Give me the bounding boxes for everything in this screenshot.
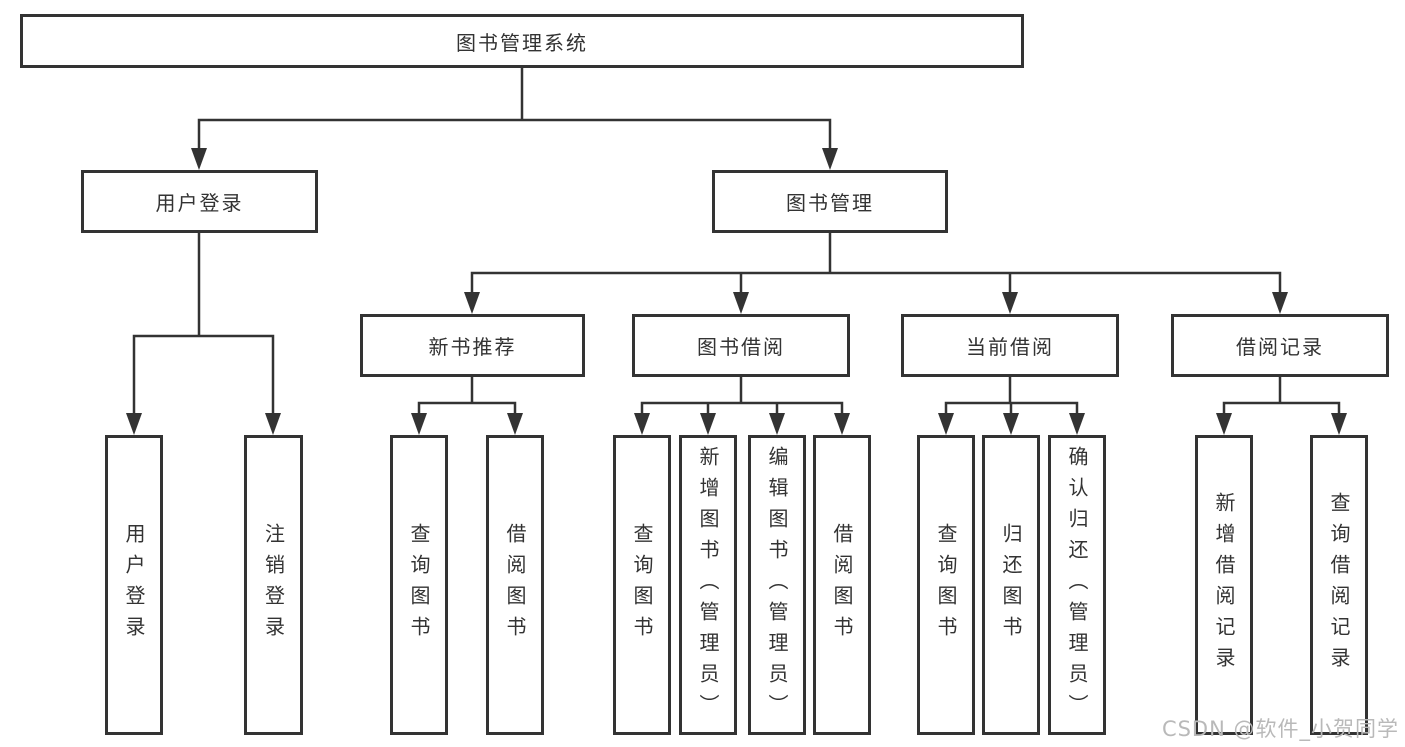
node-label: 用户登录	[122, 523, 146, 647]
node-user-login-branch: 用户登录	[81, 170, 318, 233]
node-label: 查询图书	[934, 523, 958, 647]
connector-borrow-to-leaves	[640, 377, 844, 415]
leaf-borrow-books: 借阅图书	[813, 435, 871, 735]
arrowhead	[191, 148, 207, 170]
node-label: 注销登录	[261, 523, 286, 647]
arrowhead	[1272, 292, 1288, 314]
node-label: 查询图书	[407, 523, 431, 647]
leaf-query-books-borrow: 查询图书	[613, 435, 671, 735]
connector-current-to-leaves	[944, 377, 1079, 415]
node-new-book-recommend: 新书推荐	[360, 314, 585, 377]
arrowhead	[1002, 292, 1018, 314]
leaf-logout: 注销登录	[244, 435, 303, 735]
node-book-management-branch: 图书管理	[712, 170, 948, 233]
arrowhead	[822, 148, 838, 170]
arrowhead	[938, 413, 954, 435]
arrowhead	[1003, 413, 1019, 435]
node-borrow-records: 借阅记录	[1171, 314, 1389, 377]
node-label: 查询借阅记录	[1327, 492, 1351, 678]
node-label: 借阅图书	[830, 523, 854, 647]
leaf-add-book-admin: 新增图书（管理员）	[679, 435, 737, 735]
node-label: 借阅记录	[1236, 335, 1324, 359]
csdn-watermark: CSDN @软件_小贺同学	[1161, 717, 1399, 741]
leaf-query-books-current: 查询图书	[917, 435, 975, 735]
connector-records-to-leaves	[1222, 377, 1341, 415]
leaf-borrow-books-recommend: 借阅图书	[486, 435, 544, 735]
node-label: 当前借阅	[966, 335, 1054, 359]
arrowhead	[464, 292, 480, 314]
arrowhead	[700, 413, 716, 435]
node-current-borrow: 当前借阅	[901, 314, 1119, 377]
leaf-add-borrow-record: 新增借阅记录	[1195, 435, 1253, 735]
node-label: 图书管理	[786, 191, 874, 215]
node-label: 查询图书	[630, 523, 654, 647]
node-root-system: 图书管理系统	[20, 14, 1024, 68]
arrowhead	[507, 413, 523, 435]
leaf-query-books-recommend: 查询图书	[390, 435, 448, 735]
node-book-borrow: 图书借阅	[632, 314, 850, 377]
leaf-edit-book-admin: 编辑图书（管理员）	[748, 435, 806, 735]
arrowhead	[634, 413, 650, 435]
connector-userlogin-to-leaves	[132, 233, 275, 415]
arrowhead	[733, 292, 749, 314]
node-label: 借阅图书	[503, 523, 527, 647]
arrowheads	[126, 148, 1347, 435]
node-label: 新增借阅记录	[1212, 492, 1236, 678]
arrowhead	[1216, 413, 1232, 435]
arrowhead	[126, 413, 142, 435]
node-label: 新书推荐	[428, 335, 517, 359]
arrowhead	[411, 413, 427, 435]
connector-newbooks-to-leaves	[417, 377, 517, 415]
node-label: 确认归还（管理员）	[1065, 445, 1089, 725]
leaf-user-login: 用户登录	[105, 435, 163, 735]
node-label: 新增图书（管理员）	[696, 445, 720, 725]
arrowhead	[1069, 413, 1085, 435]
arrowhead	[834, 413, 850, 435]
node-label: 用户登录	[155, 191, 244, 215]
node-label: 编辑图书（管理员）	[765, 445, 789, 725]
arrowhead	[265, 413, 281, 435]
connector-bookmgmt-to-level3	[470, 233, 1282, 294]
leaf-return-books: 归还图书	[982, 435, 1040, 735]
arrowhead	[769, 413, 785, 435]
arrowhead	[1331, 413, 1347, 435]
node-label: 图书管理系统	[456, 30, 588, 55]
node-label: 图书借阅	[697, 335, 785, 359]
leaf-query-borrow-record: 查询借阅记录	[1310, 435, 1368, 735]
node-label: 归还图书	[999, 523, 1023, 647]
connector-root-to-level2	[197, 68, 832, 150]
leaf-confirm-return-admin: 确认归还（管理员）	[1048, 435, 1106, 735]
